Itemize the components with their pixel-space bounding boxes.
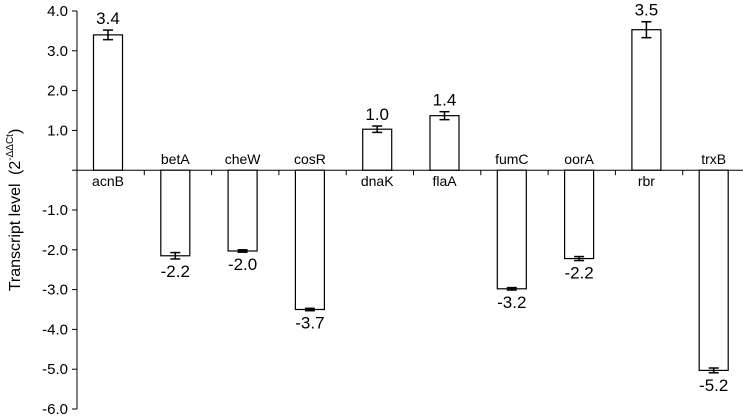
data-label-cheW: -2.0 bbox=[228, 255, 257, 274]
data-label-trxB: -5.2 bbox=[699, 376, 728, 395]
bars-group: 3.4 acnB -2.2 betA -2.0 cheW -3.7 cosR 1.0 dnaK 1.… bbox=[92, 1, 729, 395]
data-label-fumC: -3.2 bbox=[497, 293, 526, 312]
category-label-rbr: rbr bbox=[638, 173, 655, 189]
data-label-dnaK: 1.0 bbox=[365, 105, 389, 124]
y-axis-label-open: ( bbox=[7, 169, 24, 175]
data-label-cosR: -3.7 bbox=[295, 314, 324, 333]
bar-fumC bbox=[496, 169, 527, 290]
category-label-trxB: trxB bbox=[701, 151, 726, 167]
y-tick-label: -2.0 bbox=[42, 242, 68, 259]
data-label-oorA: -2.2 bbox=[564, 264, 593, 283]
y-tick-label: -4.0 bbox=[42, 321, 68, 338]
category-label-acnB: acnB bbox=[92, 173, 124, 189]
y-axis-label-base: 2 bbox=[7, 161, 24, 170]
bar-cosR bbox=[294, 169, 325, 311]
y-tick-label: 4.0 bbox=[47, 3, 68, 20]
bar-oorA bbox=[563, 169, 595, 260]
bar-dnaK bbox=[362, 128, 393, 171]
bar-rbr bbox=[631, 29, 662, 171]
bar-betA bbox=[160, 169, 191, 257]
data-label-rbr: 3.5 bbox=[635, 1, 659, 20]
bar-acnB bbox=[92, 34, 124, 171]
category-label-flaA: flaA bbox=[432, 173, 457, 189]
category-label-oorA: oorA bbox=[564, 151, 594, 167]
category-label-dnaK: dnaK bbox=[361, 173, 394, 189]
category-label-fumC: fumC bbox=[495, 151, 528, 167]
y-tick-label: 1.0 bbox=[47, 122, 68, 139]
y-tick-label: 2.0 bbox=[47, 83, 68, 100]
y-tick-label: -1.0 bbox=[42, 202, 68, 219]
y-tick-label: -3.0 bbox=[42, 282, 68, 299]
y-tick-label: -5.0 bbox=[42, 361, 68, 378]
category-label-cheW: cheW bbox=[225, 151, 262, 167]
y-axis-label-main: Transcript level bbox=[7, 183, 24, 291]
category-label-betA: betA bbox=[161, 151, 190, 167]
data-label-acnB: 3.4 bbox=[96, 9, 120, 28]
y-axis-label-close: ) bbox=[7, 129, 24, 134]
category-label-cosR: cosR bbox=[294, 151, 326, 167]
data-label-flaA: 1.4 bbox=[433, 91, 457, 110]
data-label-betA: -2.2 bbox=[161, 262, 190, 281]
bar-trxB bbox=[698, 169, 729, 371]
bar-cheW bbox=[227, 169, 258, 252]
y-tick-label: 3.0 bbox=[47, 43, 68, 60]
bar-flaA bbox=[429, 115, 460, 171]
y-tick-label: -6.0 bbox=[42, 401, 68, 416]
y-axis-label-exponent: -ΔΔCt bbox=[5, 134, 16, 161]
y-axis-label: Transcript level (2-ΔΔCt) bbox=[5, 129, 24, 292]
